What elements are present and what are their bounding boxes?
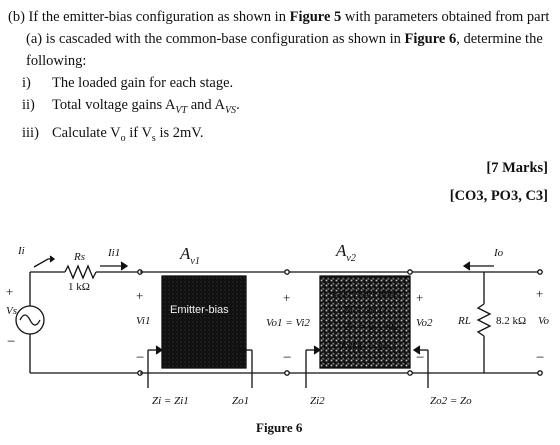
- marks-label: [7 Marks]: [486, 160, 548, 176]
- common-base-title: Common-base: [332, 287, 401, 299]
- subscript-vs: VS: [224, 104, 237, 116]
- load-resistor: [476, 303, 492, 337]
- item-text: Total voltage gains A: [52, 97, 176, 113]
- emitter-bias-block: [161, 275, 247, 369]
- common-base-block: [319, 275, 411, 369]
- intro-text-end: with parameters obtained from part: [341, 9, 550, 25]
- svg-text:−: −: [416, 350, 424, 366]
- rl-value: 8.2 kΩ: [496, 315, 526, 327]
- svg-text:−: −: [283, 350, 291, 366]
- item-text: Calculate V: [52, 124, 121, 141]
- question-line-2: (a) is cascaded with the common-base con…: [8, 28, 556, 50]
- rs-value: 1 kΩ: [68, 281, 90, 293]
- vi1-label: Vi1: [136, 315, 150, 327]
- io-label: Io: [493, 247, 504, 259]
- vs-minus: −: [7, 334, 15, 350]
- ii-label: Ii: [17, 245, 25, 257]
- ii1-label: Ii1: [107, 247, 120, 259]
- voltage-source: [15, 305, 45, 335]
- common-base-zi: Zi = 26 Ω: [344, 304, 387, 316]
- svg-text:+: +: [283, 290, 290, 305]
- rs-label: Rs: [73, 251, 85, 263]
- rl-label: RL: [457, 315, 471, 327]
- zo-label: Zo2 = Zo: [430, 395, 472, 407]
- stage1-gain-label: Av1: [179, 244, 200, 267]
- svg-text:+: +: [136, 288, 143, 303]
- zi-label: Zi = Zi1: [152, 395, 189, 407]
- zo1-label: Zo1: [232, 395, 249, 407]
- line2-text: (a) is cascaded with the common-base con…: [26, 31, 405, 47]
- subscript-o: o: [120, 132, 126, 144]
- figure-ref-6: Figure 6: [404, 31, 457, 47]
- item-mid: if V: [125, 124, 152, 141]
- emitter-bias-label: Emitter-bias: [170, 304, 229, 316]
- item-number: iii): [22, 124, 39, 141]
- vs-label: Vs: [6, 305, 17, 317]
- source-resistor: [64, 264, 97, 280]
- vo1-vi2-label: Vo1 = Vi2: [266, 317, 310, 329]
- question-block: (b) If the emitter-bias configuration as…: [8, 6, 556, 150]
- item-number: i): [22, 75, 31, 91]
- vs-plus: +: [6, 284, 13, 299]
- item-mid: and A: [187, 97, 225, 113]
- sub-question-1: i) The loaded gain for each stage.: [8, 72, 556, 94]
- item-number: ii): [22, 97, 35, 113]
- question-line-1: (b) If the emitter-bias configuration as…: [8, 6, 556, 28]
- zi2-label: Zi2: [310, 395, 325, 407]
- item-end: is 2mV.: [155, 124, 204, 141]
- question-line-3: following:: [26, 53, 87, 69]
- course-outcome-label: [CO3, PO3, C3]: [449, 188, 548, 204]
- vo2-label: Vo2: [416, 317, 433, 329]
- figure-ref-5: Figure 5: [289, 9, 342, 25]
- figure-caption: Figure 6: [256, 420, 303, 435]
- cascade-circuit-figure: Av1 Av2 Rs 1 kΩ + Vs − Ii Ii1 + Vi1 − Em…: [6, 241, 550, 435]
- common-base-av: AvNL = 240: [340, 341, 395, 353]
- stage2-gain-label: Av2: [335, 241, 356, 264]
- common-base-zo: Zo = 5.1 kΩ: [344, 321, 399, 333]
- svg-text:−: −: [536, 350, 544, 366]
- subscript-vt: VT: [175, 104, 188, 116]
- sub-question-2: ii) Total voltage gains AVT and AVS.: [8, 94, 556, 122]
- intro-text: If the emitter-bias configuration as sho…: [28, 9, 290, 25]
- line2-text-end: , determine the: [456, 31, 543, 47]
- sub-question-3: iii) Calculate Vo if Vs is 2mV.: [8, 122, 556, 150]
- item-text: The loaded gain for each stage.: [52, 75, 234, 91]
- item-end: .: [236, 97, 240, 113]
- svg-text:−: −: [136, 350, 144, 366]
- svg-text:+: +: [536, 286, 543, 301]
- svg-text:+: +: [416, 290, 423, 305]
- vo-label: Vo: [538, 315, 550, 327]
- part-label: (b): [8, 9, 25, 25]
- subscript-s: s: [151, 132, 156, 144]
